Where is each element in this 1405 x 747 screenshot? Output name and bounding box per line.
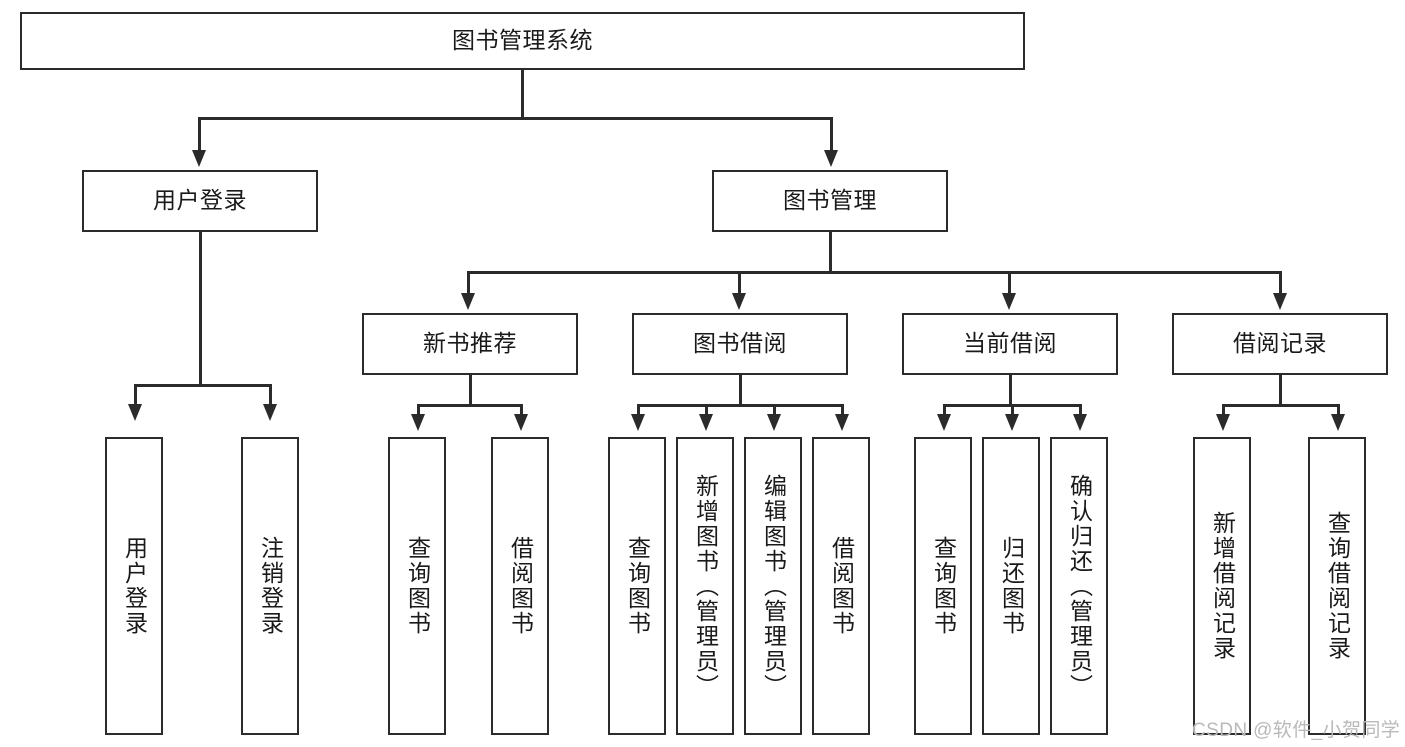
arrow-cb-to-leaf3	[1073, 414, 1087, 431]
node-book-borrow[interactable]: 图书借阅	[632, 313, 848, 375]
connector-br-to-leaf1	[1222, 404, 1225, 414]
leaf-user-login-label: 用户登录	[121, 536, 148, 636]
leaf-query-record-label: 查询借阅记录	[1324, 511, 1351, 661]
leaf-add-record-label: 新增借阅记录	[1209, 511, 1236, 661]
connector-book-manage-bus	[467, 271, 1279, 274]
arrow-bb-to-leaf1	[631, 414, 645, 431]
connector-root-stem	[521, 70, 524, 118]
connector-cb-to-leaf3	[1079, 404, 1082, 414]
leaf-query-record[interactable]: 查询借阅记录	[1308, 437, 1366, 735]
leaf-edit-book-label: 编辑图书（管理员）	[760, 473, 787, 699]
node-new-book-recommend-label: 新书推荐	[423, 330, 517, 357]
connector-new-book-stem	[469, 375, 472, 405]
node-root[interactable]: 图书管理系统	[20, 12, 1025, 70]
node-borrow-record-label: 借阅记录	[1233, 330, 1327, 357]
connector-user-login-stem	[199, 232, 202, 385]
arrow-root-to-book-manage	[824, 150, 838, 167]
connector-current-borrow-stem	[1009, 375, 1012, 405]
arrow-bm-to-borrow-record	[1273, 293, 1287, 310]
connector-user-login-to-leaf2	[269, 384, 272, 404]
leaf-query-book-3-label: 查询图书	[930, 536, 957, 636]
arrow-root-to-user-login	[192, 150, 206, 167]
connector-bm-to-current-borrow	[1008, 271, 1011, 293]
node-new-book-recommend[interactable]: 新书推荐	[362, 313, 578, 375]
connector-bb-to-leaf2	[705, 404, 708, 414]
connector-new-book-bus	[417, 404, 522, 407]
connector-root-bus	[198, 117, 832, 120]
arrow-bm-to-new-book	[461, 293, 475, 310]
node-user-login-label: 用户登录	[153, 187, 247, 214]
connector-book-manage-stem	[829, 232, 832, 272]
connector-br-to-leaf2	[1337, 404, 1340, 414]
node-book-borrow-label: 图书借阅	[693, 330, 787, 357]
connector-bm-to-new-book	[467, 271, 470, 293]
connector-user-login-to-leaf1	[134, 384, 137, 404]
node-user-login[interactable]: 用户登录	[82, 170, 318, 232]
leaf-query-book-2[interactable]: 查询图书	[608, 437, 666, 735]
connector-book-borrow-stem	[739, 375, 742, 405]
node-book-manage[interactable]: 图书管理	[712, 170, 948, 232]
connector-new-book-to-leaf2	[520, 404, 523, 414]
connector-book-borrow-bus	[637, 404, 843, 407]
leaf-logout[interactable]: 注销登录	[241, 437, 299, 735]
arrow-user-login-to-leaf2	[263, 404, 277, 421]
leaf-query-book-2-label: 查询图书	[624, 536, 651, 636]
connector-new-book-to-leaf1	[417, 404, 420, 414]
arrow-bb-to-leaf2	[699, 414, 713, 431]
arrow-user-login-to-leaf1	[128, 404, 142, 421]
leaf-add-book[interactable]: 新增图书（管理员）	[676, 437, 734, 735]
connector-user-login-bus	[134, 384, 269, 387]
node-borrow-record[interactable]: 借阅记录	[1172, 313, 1388, 375]
node-book-manage-label: 图书管理	[783, 187, 877, 214]
leaf-borrow-book-1[interactable]: 借阅图书	[491, 437, 549, 735]
arrow-new-book-to-leaf2	[514, 414, 528, 431]
node-root-label: 图书管理系统	[452, 27, 593, 54]
connector-cb-to-leaf1	[943, 404, 946, 414]
leaf-query-book-1[interactable]: 查询图书	[388, 437, 446, 735]
arrow-cb-to-leaf2	[1005, 414, 1019, 431]
arrow-bb-to-leaf4	[835, 414, 849, 431]
connector-root-to-user-login	[198, 117, 201, 150]
connector-bb-to-leaf4	[841, 404, 844, 414]
arrow-new-book-to-leaf1	[411, 414, 425, 431]
node-current-borrow[interactable]: 当前借阅	[902, 313, 1118, 375]
leaf-query-book-3[interactable]: 查询图书	[914, 437, 972, 735]
connector-cb-to-leaf2	[1011, 404, 1014, 414]
arrow-bm-to-book-borrow	[732, 293, 746, 310]
leaf-borrow-book-2[interactable]: 借阅图书	[812, 437, 870, 735]
connector-borrow-record-bus	[1222, 404, 1339, 407]
connector-bm-to-borrow-record	[1279, 271, 1282, 293]
leaf-borrow-book-1-label: 借阅图书	[507, 536, 534, 636]
leaf-edit-book[interactable]: 编辑图书（管理员）	[744, 437, 802, 735]
arrow-bm-to-current-borrow	[1002, 293, 1016, 310]
leaf-return-book-label: 归还图书	[998, 536, 1025, 636]
leaf-user-login[interactable]: 用户登录	[105, 437, 163, 735]
arrow-cb-to-leaf1	[937, 414, 951, 431]
leaf-return-book[interactable]: 归还图书	[982, 437, 1040, 735]
leaf-borrow-book-2-label: 借阅图书	[828, 536, 855, 636]
connector-borrow-record-stem	[1279, 375, 1282, 405]
connector-bb-to-leaf3	[773, 404, 776, 414]
leaf-query-book-1-label: 查询图书	[404, 536, 431, 636]
leaf-confirm-return-label: 确认归还（管理员）	[1066, 473, 1093, 699]
arrow-br-to-leaf1	[1216, 414, 1230, 431]
arrow-br-to-leaf2	[1331, 414, 1345, 431]
node-current-borrow-label: 当前借阅	[963, 330, 1057, 357]
leaf-add-record[interactable]: 新增借阅记录	[1193, 437, 1251, 735]
arrow-bb-to-leaf3	[767, 414, 781, 431]
connector-bb-to-leaf1	[637, 404, 640, 414]
connector-root-to-book-manage	[830, 117, 833, 150]
leaf-logout-label: 注销登录	[257, 536, 284, 636]
leaf-confirm-return[interactable]: 确认归还（管理员）	[1050, 437, 1108, 735]
leaf-add-book-label: 新增图书（管理员）	[692, 473, 719, 699]
connector-bm-to-book-borrow	[738, 271, 741, 293]
